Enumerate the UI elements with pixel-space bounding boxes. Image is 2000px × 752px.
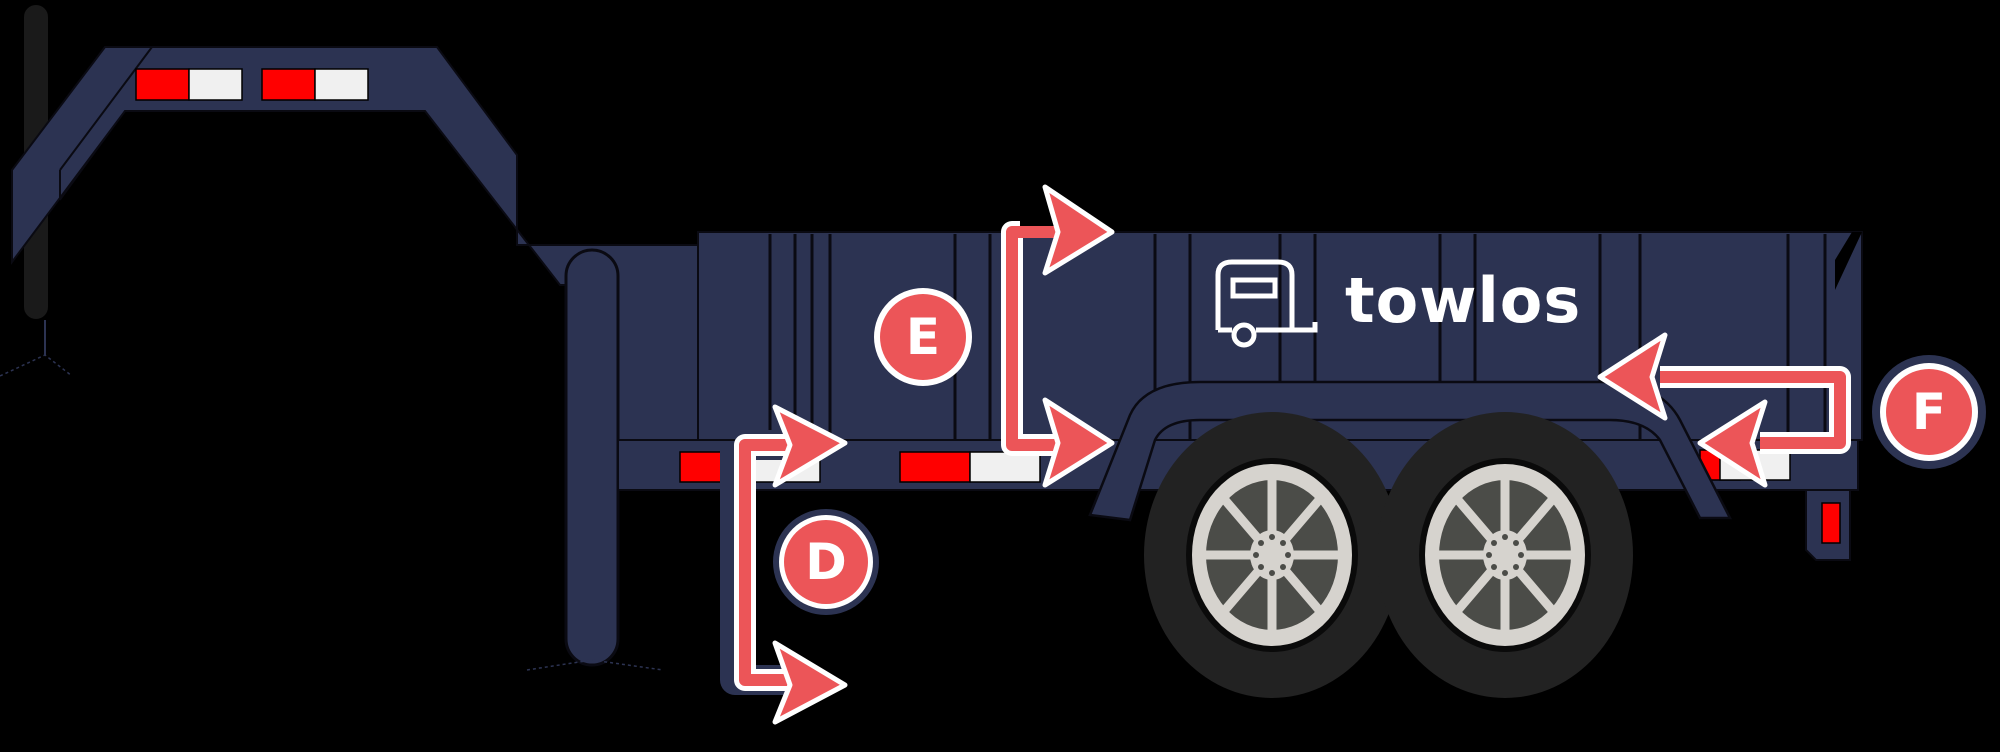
callout-f-arrows <box>1597 332 1851 488</box>
callout-e-arrows <box>1001 184 1115 488</box>
callout-e-label: E <box>905 308 941 366</box>
brand-wordmark: towlos <box>1345 264 1582 337</box>
callout-d-arrows <box>720 404 848 725</box>
gooseneck <box>11 46 701 441</box>
callout-d-badge <box>773 509 879 615</box>
rear-wheel <box>1377 412 1633 698</box>
callout-e-badge <box>874 288 972 386</box>
camper-trailer-icon <box>1215 259 1318 348</box>
callout-f-label: F <box>1911 383 1947 441</box>
callout-f-badge <box>1872 355 1986 469</box>
callout-d-label: D <box>805 533 847 591</box>
front-wheel <box>1144 412 1400 698</box>
